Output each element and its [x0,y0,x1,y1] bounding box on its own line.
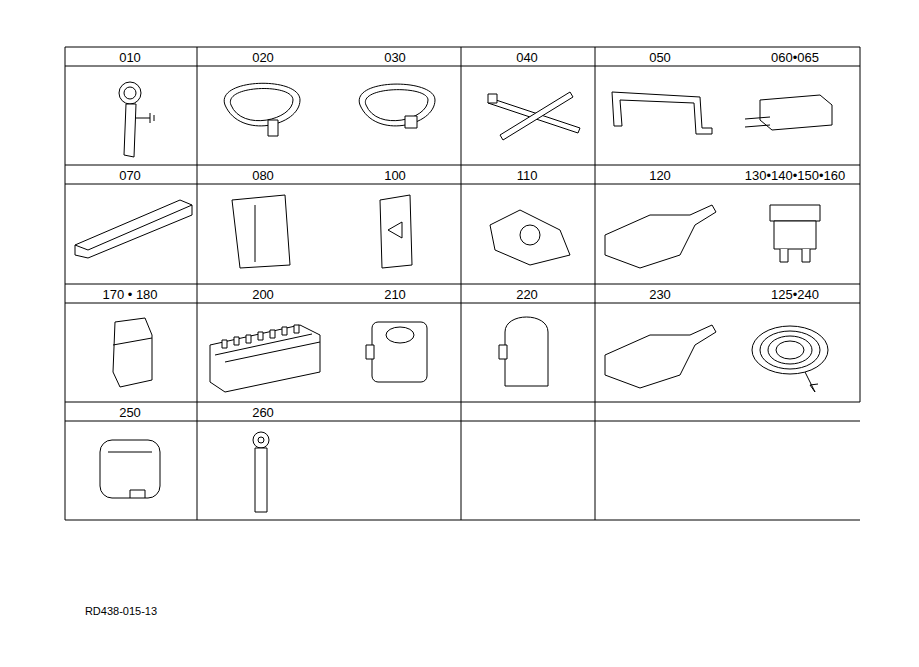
cable-tie [500,92,573,140]
table-grid [65,47,860,520]
clip [505,317,548,386]
part-number: 040 [514,50,540,65]
clip [490,210,570,265]
plate [388,222,402,238]
clip [520,225,540,245]
band-lock [405,116,417,128]
tie-head [124,87,136,99]
lug-strap [255,448,267,512]
tie-strap [124,104,136,157]
grid-rows [65,47,860,520]
tape-roll [768,336,812,364]
tape-roll [752,326,828,392]
grid-columns [65,47,860,520]
part-drawings [75,82,832,512]
part-number: 220 [514,287,540,302]
part-number: 200 [250,287,276,302]
terminal [270,330,275,338]
connector-pin [745,117,770,127]
fuse-leg [780,249,810,262]
clip [232,195,290,268]
part-number: 030 [382,50,408,65]
cap [113,318,152,387]
cover [108,452,152,498]
terminal [282,327,287,335]
terminal-teeth [222,325,299,348]
terminal [258,332,263,340]
clip [255,205,256,262]
clip-tab [499,345,507,359]
fuse [774,221,816,249]
part-number: 170 • 180 [100,287,159,302]
band-clip [224,83,300,126]
connector [760,95,832,130]
plate [380,195,412,268]
terminal [294,325,299,333]
cover [100,440,160,498]
lug-eye [258,437,264,443]
clip [386,327,414,343]
tape-end [805,372,818,392]
part-number: 020 [250,50,276,65]
cover-bar [75,200,192,258]
part-number: 110 [515,168,540,183]
part-number: 210 [382,287,408,302]
terminal [246,335,251,343]
part-number: 060•065 [769,50,821,65]
tie-pin [136,113,154,123]
part-number: 070 [117,168,143,183]
bracket [612,92,712,134]
boot [605,325,716,388]
part-number: 120 [647,168,673,183]
part-number: 130•140•150•160 [743,168,847,183]
terminal [234,337,239,345]
part-number: 230 [647,287,673,302]
clip-pin [268,120,278,136]
clip [372,322,427,382]
part-number: 100 [382,168,408,183]
tape-roll [760,331,820,369]
cap [113,338,152,345]
part-number: 125•240 [769,287,821,302]
terminal-block [215,334,320,362]
band-clip [230,89,293,121]
lug-eye [253,432,269,448]
clip-tab [366,345,374,359]
part-number: 050 [647,50,673,65]
cover-bar [75,205,192,250]
drawing-number: RD438-015-13 [83,604,159,619]
tie-head [488,94,497,103]
part-number: 010 [117,50,143,65]
terminal [222,340,227,348]
boot [605,205,716,268]
band-clip [365,90,428,121]
tie-head [119,82,141,104]
band-clip [359,84,435,126]
part-number: 080 [250,168,276,183]
tape-roll [752,326,828,374]
fuse [770,205,820,221]
tape-roll [776,341,804,359]
part-number: 250 [117,405,143,420]
terminal-block [210,325,320,392]
part-number: 260 [250,405,276,420]
